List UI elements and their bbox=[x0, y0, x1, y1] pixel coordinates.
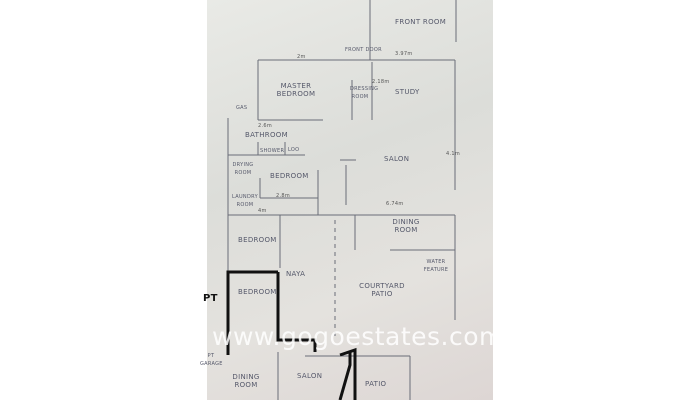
watermark: www.gogoestates.com bbox=[212, 322, 504, 351]
paper-sheet bbox=[207, 0, 493, 400]
room-label-front-room: FRONT ROOM bbox=[395, 18, 447, 26]
dimension-dressing: 2.18m bbox=[372, 79, 390, 85]
room-label-dining-room-2: DINING ROOM bbox=[232, 373, 260, 389]
label-gas: GAS bbox=[236, 105, 248, 111]
dimension-dining: 6.74m bbox=[386, 201, 404, 207]
room-label-naya: NAYA bbox=[286, 270, 306, 278]
room-label-dressing-room: DRESSING ROOM bbox=[350, 86, 379, 100]
room-label-master-bedroom: MASTER BEDROOM bbox=[276, 82, 316, 98]
room-label-drying-room: DRYING ROOM bbox=[232, 162, 254, 176]
dimension-bedroom: 2.8m bbox=[276, 193, 291, 199]
room-label-dining-room: DINING ROOM bbox=[392, 218, 420, 234]
room-label-bedroom-3: BEDROOM bbox=[238, 288, 277, 296]
dimension-front: 3.97m bbox=[395, 51, 413, 57]
room-label-salon-2: SALON bbox=[297, 372, 323, 380]
dimension-master: 2m bbox=[297, 54, 306, 60]
room-label-courtyard-patio: COURTYARD PATIO bbox=[359, 282, 405, 298]
room-label-bedroom: BEDROOM bbox=[270, 172, 309, 180]
room-label-study: STUDY bbox=[395, 88, 420, 96]
dimension-laundry: 4m bbox=[258, 208, 267, 214]
room-label-laundry-room: LAUNDRY ROOM bbox=[232, 194, 258, 208]
partial-label-apt: PT bbox=[203, 293, 218, 304]
room-label-bedroom-2: BEDROOM bbox=[238, 236, 277, 244]
room-label-shower: SHOWER bbox=[260, 148, 285, 154]
dimension-salon: 4.1m bbox=[446, 151, 461, 157]
room-label-patio: PATIO bbox=[365, 380, 387, 388]
partial-label-garage: PT GARAGE bbox=[200, 353, 223, 367]
dimension-bathroom: 2.6m bbox=[258, 123, 273, 129]
room-label-salon: SALON bbox=[384, 155, 410, 163]
room-label-bathroom: BATHROOM bbox=[245, 131, 288, 139]
label-front-door: FRONT DOOR bbox=[345, 47, 382, 53]
room-label-loo: LOO bbox=[288, 147, 300, 153]
room-label-water-feature: WATER FEATURE bbox=[423, 259, 449, 273]
